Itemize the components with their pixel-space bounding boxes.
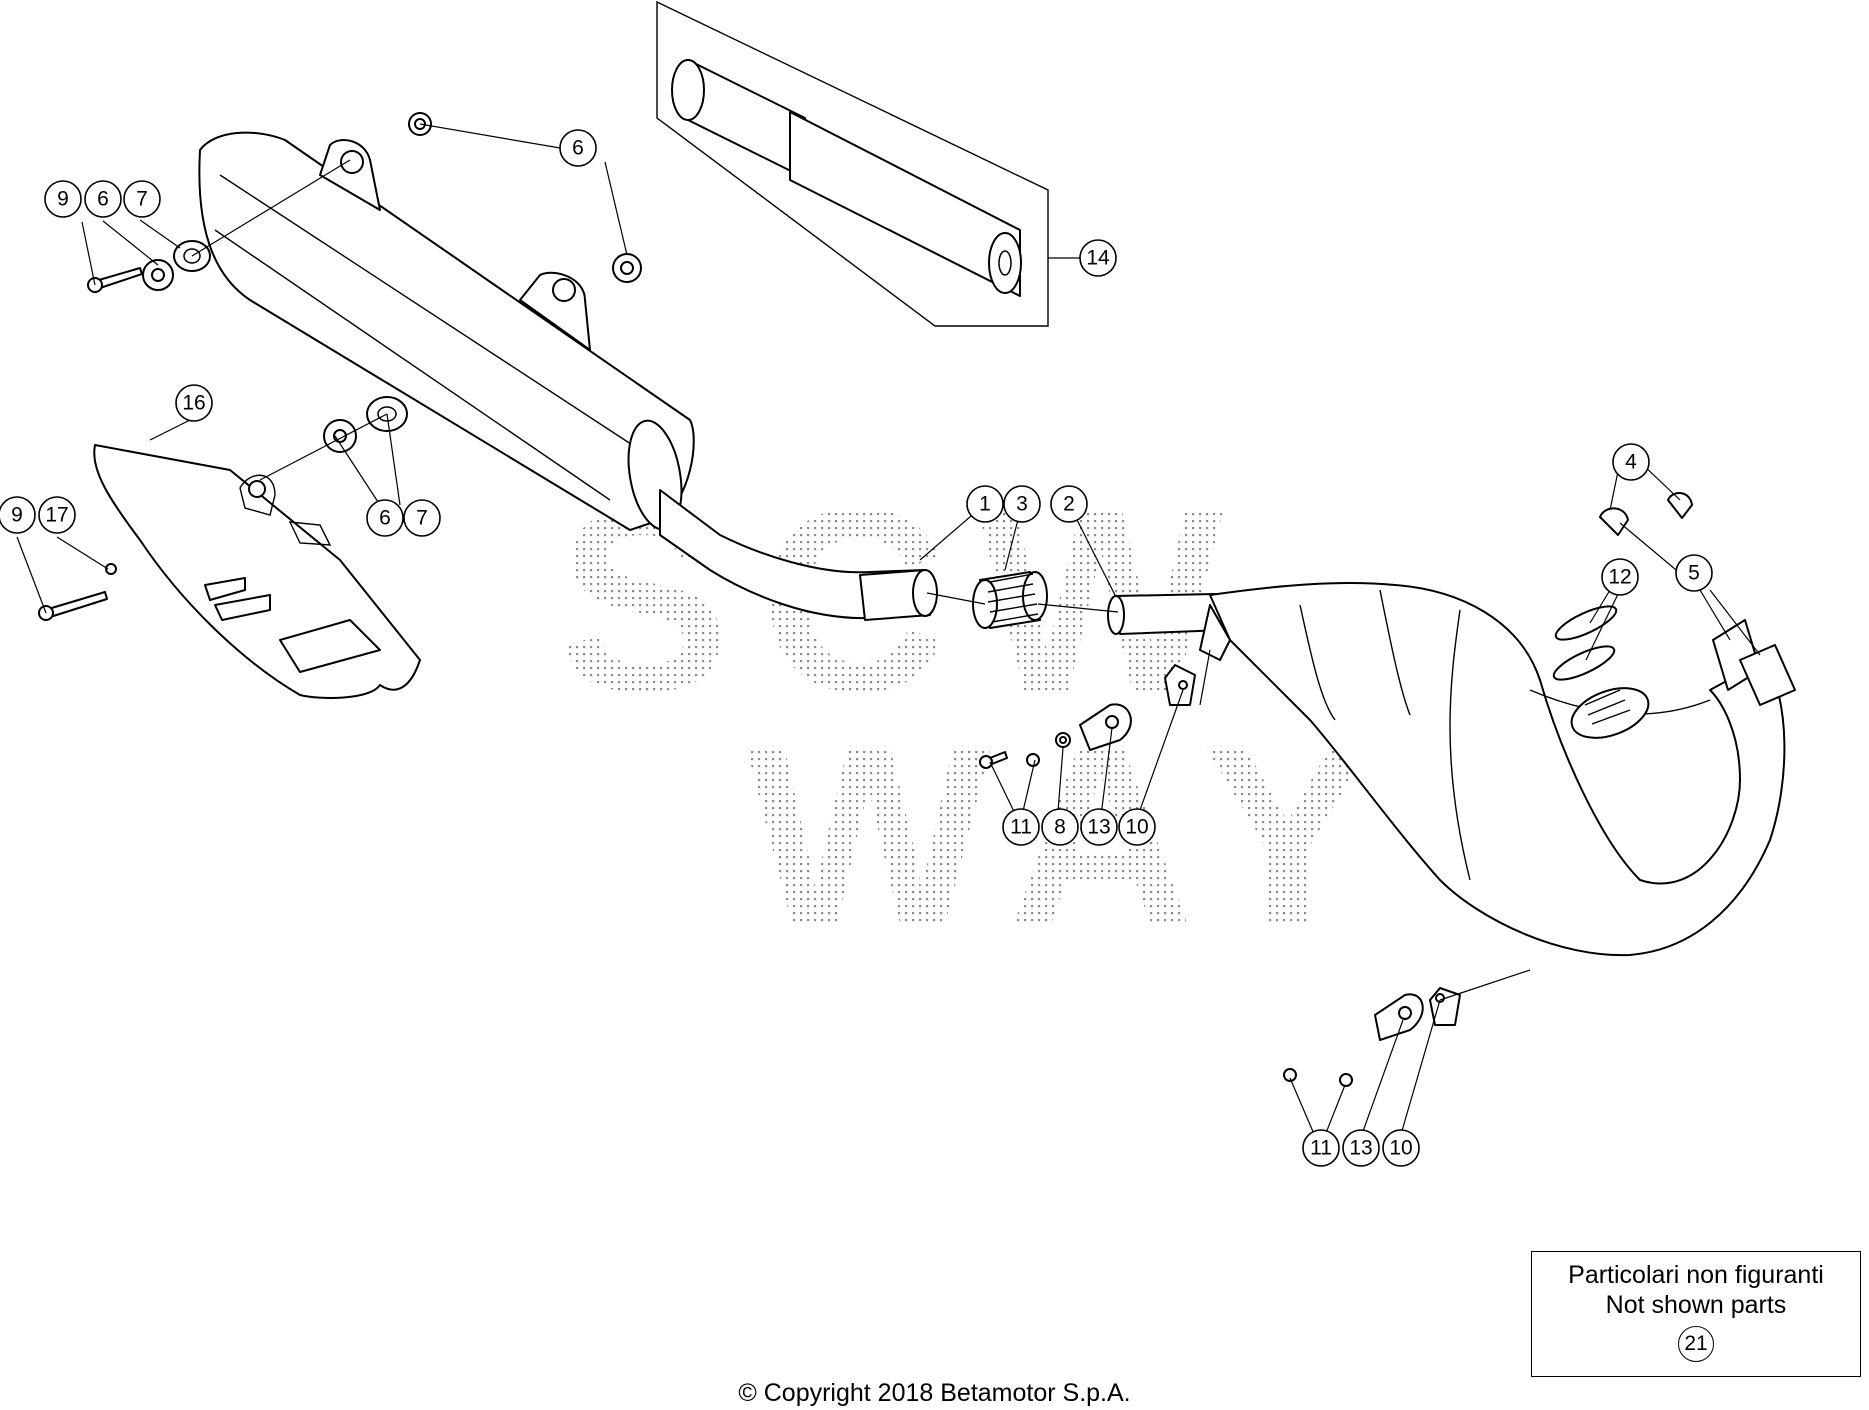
callout-6-lower-label: 6 [379,507,391,530]
silencer [198,131,926,620]
leader-lines [16,123,1761,1149]
callout-6-lower: 6 [366,499,404,537]
callout-6-left-label: 6 [97,188,109,211]
callout-6-left: 6 [84,180,122,218]
callout-4-label: 4 [1625,451,1637,474]
callout-8: 8 [1041,808,1079,846]
callout-9-upper-label: 9 [57,188,69,211]
callout-16-label: 16 [182,392,205,415]
callout-10-upper: 10 [1118,808,1156,846]
callout-11-upper-label: 11 [1010,816,1032,839]
callout-9-lower-label: 9 [11,504,23,527]
callout-13-lower-label: 13 [1349,1137,1372,1160]
copyright-notice: © Copyright 2018 Betamotor S.p.A. [738,1379,1131,1407]
callout-7-lower: 7 [403,499,441,537]
callout-12: 12 [1601,558,1639,596]
callout-11-lower: 11 [1302,1129,1340,1167]
not-shown-ref-callout: 21 [1678,1326,1714,1362]
coupling [859,569,1226,635]
callout-2: 2 [1050,485,1088,523]
callout-16: 16 [175,384,213,422]
callout-13-upper-label: 13 [1087,816,1110,839]
callouts: 1 2 3 4 5 6 6 6 7 7 8 9 9 10 10 11 11 12… [0,129,1713,1167]
mount-brackets [979,664,1461,1087]
callout-6-top-label: 6 [572,137,584,160]
callout-11-lower-label: 11 [1310,1137,1332,1160]
callout-6-top: 6 [559,129,597,167]
washer-17 [105,563,117,575]
callout-1-label: 1 [979,493,991,516]
callout-7-lower-label: 7 [416,507,428,530]
bolt-9-lower [44,591,108,619]
callout-3: 3 [1003,485,1041,523]
callout-3-label: 3 [1016,493,1028,516]
spring-hardware [1552,492,1796,706]
callout-17-label: 17 [45,504,68,527]
callout-7-left: 7 [123,180,161,218]
callout-13-lower: 13 [1342,1129,1380,1167]
silencer-mount-hardware [38,112,642,621]
callout-1: 1 [966,485,1004,523]
callout-10-lower-label: 10 [1389,1137,1412,1160]
callout-11-upper: 11 [1002,808,1040,846]
spring-5b [1739,644,1796,706]
callout-5-label: 5 [1688,562,1700,585]
heat-guard [93,444,421,699]
not-shown-english-label: Not shown parts [1605,1291,1787,1319]
callout-14: 14 [1079,239,1117,277]
callout-10-lower: 10 [1382,1129,1420,1167]
callout-8-label: 8 [1054,816,1066,839]
callout-4: 4 [1612,443,1650,481]
silencer-packing-kit [656,0,1049,327]
not-shown-italian-label: Particolari non figuranti [1568,1261,1824,1289]
callout-9-upper: 9 [44,180,82,218]
callout-2-label: 2 [1063,493,1075,516]
callout-17: 17 [38,496,76,534]
callout-7-left-label: 7 [136,188,148,211]
expansion-chamber [1199,582,1786,957]
callout-13-upper: 13 [1080,808,1118,846]
callout-5: 5 [1675,554,1713,592]
not-shown-parts-box: Particolari non figuranti Not shown part… [1531,1251,1861,1377]
callout-10-upper-label: 10 [1125,816,1148,839]
callout-12-label: 12 [1608,566,1631,589]
callout-14-label: 14 [1086,247,1110,270]
callout-9-lower: 9 [0,496,36,534]
